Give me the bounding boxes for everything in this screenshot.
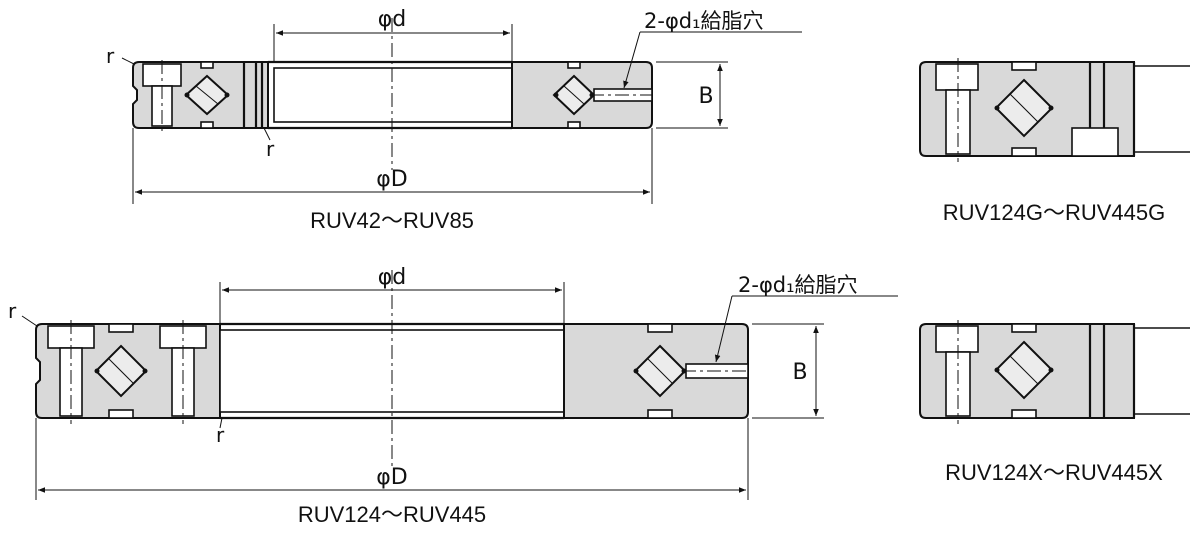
diagram-ruv42-ruv85: φd φD B r r 2-φd₁給脂穴 RUV42～RUV85 <box>106 7 802 233</box>
inner-diameter-label: φd <box>378 265 406 290</box>
caption: RUV124～RUV445 <box>298 502 486 527</box>
radius-label-bottom: r <box>266 137 275 161</box>
left-section <box>132 60 269 132</box>
left-section <box>35 320 221 424</box>
outer-diameter-label: φD <box>376 167 407 192</box>
right-section <box>563 323 749 419</box>
inner-diameter-label: φd <box>378 7 406 32</box>
diagram-ruv124-ruv445: φd φD B r r 2-φd₁給脂穴 RUV124～RUV445 <box>8 265 898 527</box>
grease-hole-label: 2-φd₁給脂穴 <box>738 273 858 297</box>
radius-label-top: r <box>8 299 17 323</box>
diagram-ruv124g-ruv445g: RUV124G～RUV445G <box>919 58 1190 225</box>
radius-label-bottom: r <box>216 423 225 447</box>
radius-label-top: r <box>106 44 115 68</box>
outer-diameter-label: φD <box>376 465 407 490</box>
diagram-ruv124x-ruv445x: RUV124X～RUV445X <box>919 320 1190 485</box>
grease-hole-label: 2-φd₁給脂穴 <box>644 9 764 33</box>
caption: RUV124G～RUV445G <box>943 200 1166 225</box>
caption: RUV42～RUV85 <box>310 208 474 233</box>
width-label: B <box>698 84 713 109</box>
right-section <box>511 61 653 129</box>
width-label: B <box>792 360 807 385</box>
caption: RUV124X～RUV445X <box>945 460 1163 485</box>
